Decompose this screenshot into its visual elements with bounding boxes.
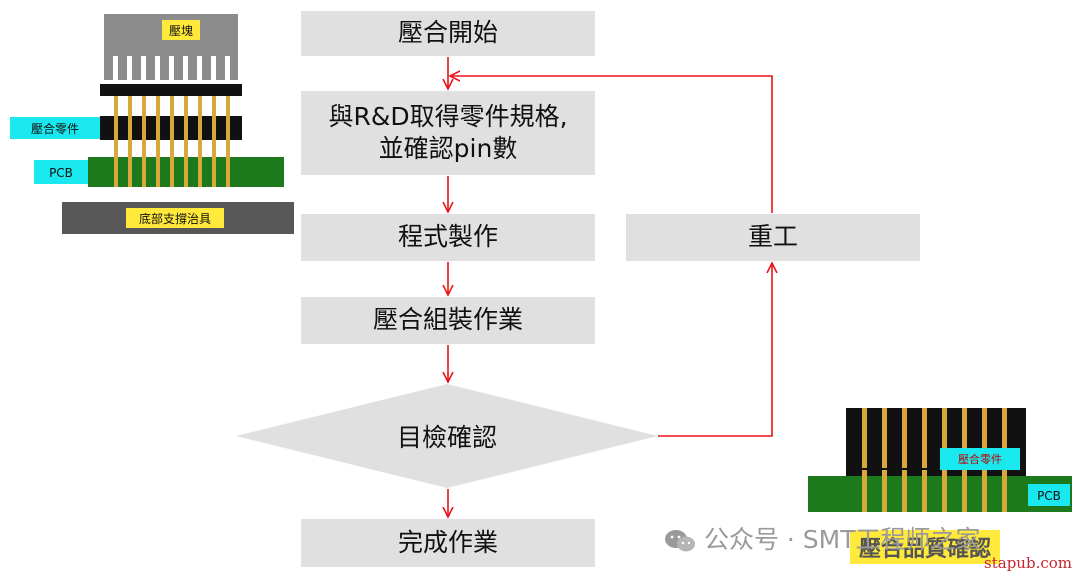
- step-done-label: 完成作業: [397, 527, 498, 557]
- arrow-rework-to-spec: [450, 76, 773, 213]
- wechat-icon: [665, 530, 695, 552]
- step-press-start: 壓合開始: [301, 11, 595, 56]
- press-head-label: 壓塊: [169, 23, 193, 38]
- bottom-fixture-tag: [126, 208, 224, 228]
- decision-inspect-label: 目檢確認: [396, 423, 497, 452]
- result-pcb-tag: [1028, 484, 1070, 506]
- result-caption: 壓合品質確認: [859, 536, 991, 562]
- press-head: 壓塊: [104, 14, 238, 80]
- pcb-board: PCB: [34, 157, 284, 187]
- press-part-label: 壓合零件: [31, 121, 79, 136]
- step-program-label: 程式製作: [397, 222, 498, 252]
- decision-inspect: 目檢確認: [236, 384, 658, 488]
- press-head-tag: [162, 20, 200, 40]
- press-part-tag: [10, 117, 100, 139]
- step-get-spec-line2: 並確認pin數: [378, 134, 518, 163]
- step-get-spec-line1: 與R&D取得零件規格,: [328, 101, 568, 131]
- pressed-part-label: 壓合零件: [958, 452, 1002, 466]
- watermark-account-text: 公众号 · SMT工程师之家: [703, 525, 981, 554]
- arrow-inspect-to-rework: [658, 263, 772, 437]
- step-assembly-label: 壓合組裝作業: [372, 305, 523, 335]
- step-press-start-label: 壓合開始: [397, 18, 498, 48]
- step-rework: 重工: [626, 214, 920, 261]
- bottom-fixture: 底部支撐治具: [62, 202, 294, 234]
- step-get-spec-text: 與R&D取得零件規格, 並確認pin數: [328, 101, 567, 166]
- result-pcb-label: PCB: [1037, 489, 1061, 503]
- step-assembly: 壓合組裝作業: [301, 297, 595, 344]
- step-program: 程式製作: [301, 214, 595, 261]
- step-rework-label: 重工: [747, 222, 798, 252]
- step-get-spec: 與R&D取得零件規格, 並確認pin數: [301, 91, 595, 175]
- watermark-site: stapub.com: [984, 554, 1072, 572]
- result-pcb: PCB: [808, 470, 1072, 512]
- pcb-tag: [34, 160, 88, 184]
- press-part: 壓合零件: [10, 84, 242, 159]
- step-done: 完成作業: [301, 519, 595, 567]
- pressed-part-tag: [940, 448, 1020, 470]
- pcb-label: PCB: [49, 166, 73, 180]
- result-caption-tag: [850, 530, 1000, 564]
- watermark-account: 公众号 · SMT工程师之家: [664, 520, 981, 556]
- bottom-fixture-label: 底部支撐治具: [139, 211, 211, 226]
- pressed-part: 壓合零件: [846, 408, 1026, 476]
